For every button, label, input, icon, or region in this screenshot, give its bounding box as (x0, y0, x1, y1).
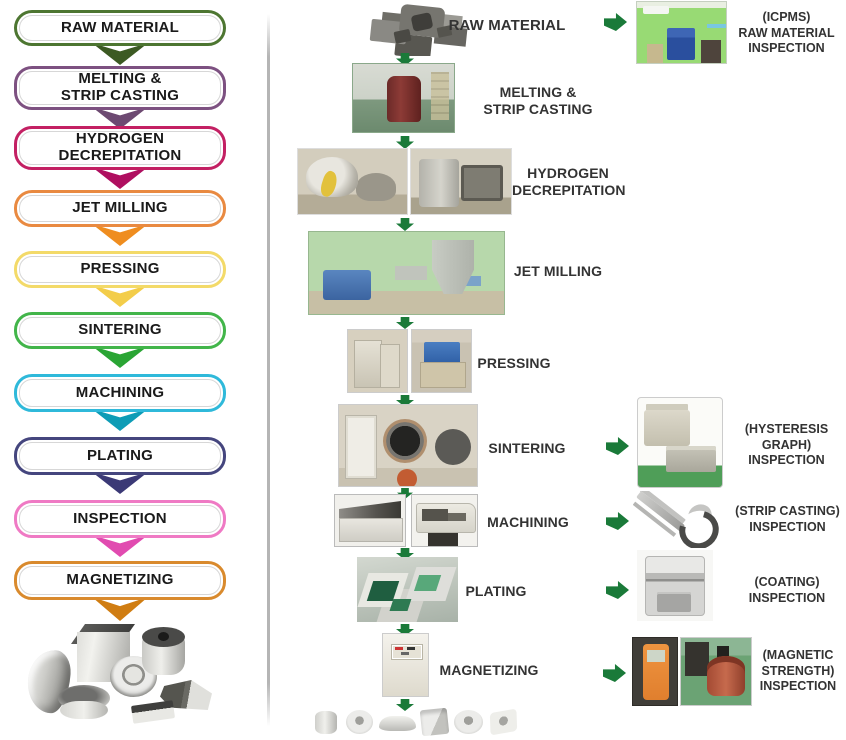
coating-inspection-photo (637, 550, 713, 621)
flow-step-raw-material: RAW MATERIAL (14, 10, 226, 46)
down-arrow-icon (396, 317, 414, 329)
right-arrow-icon (606, 437, 629, 455)
flow-step-label: JET MILLING (72, 199, 168, 217)
chevron-down-icon (92, 43, 148, 65)
small-ring-magnet-2 (454, 710, 483, 734)
flow-step-label: HYDROGEN DECREPITATION (58, 130, 182, 164)
small-square-ring-magnet (489, 708, 518, 736)
right-arrow-icon (604, 13, 627, 31)
chevron-down-icon (92, 224, 148, 246)
pressing-photo-2 (411, 329, 472, 393)
process-step-label-machining: MACHINING (487, 514, 569, 530)
jet-milling-photo (308, 231, 505, 315)
down-arrow-icon (396, 218, 414, 231)
gauss-meter-photo (632, 637, 678, 706)
flow-step-label: PRESSING (80, 260, 160, 278)
plating-photo (357, 557, 458, 622)
inspection-label-coating: (COATING) INSPECTION (748, 575, 826, 605)
small-cube-magnet (419, 707, 450, 737)
cylinder-magnet (142, 627, 185, 675)
magnetizing-photo (382, 633, 429, 697)
finished-magnets-photo (25, 610, 265, 740)
magnet-shapes-row-photo (313, 707, 523, 739)
chevron-down-icon (92, 346, 148, 368)
flow-step-machining: MACHINING (14, 374, 226, 412)
melting-strip-casting-photo (352, 63, 455, 133)
right-arrow-icon (603, 664, 626, 682)
machining-photo-2 (411, 494, 478, 547)
flow-step-hydrogen: HYDROGEN DECREPITATION (14, 126, 226, 170)
flow-step-plating: PLATING (14, 437, 226, 475)
process-step-label-hydrogen: HYDROGEN DECREPITATION (512, 165, 626, 198)
magnetizing-coil-photo (680, 637, 752, 706)
flow-step-inspection: INSPECTION (14, 500, 226, 538)
flow-step-melting: MELTING & STRIP CASTING (14, 66, 226, 110)
inspection-label-strip-casting: (STRIP CASTING) INSPECTION (735, 504, 840, 534)
process-step-label-raw-material: RAW MATERIAL (448, 17, 566, 34)
process-step-label-jet-milling: JET MILLING (513, 263, 603, 279)
flow-step-pressing: PRESSING (14, 251, 226, 288)
flow-step-label: RAW MATERIAL (61, 18, 179, 36)
flow-step-jet-milling: JET MILLING (14, 190, 226, 227)
inspection-label-magnetic-strength: (MAGNETIC STRENGTH) INSPECTION (759, 648, 837, 694)
process-step-label-magnetizing: MAGNETIZING (439, 662, 539, 678)
small-cylinder-magnet (315, 711, 337, 734)
process-step-label-pressing: PRESSING (477, 355, 551, 371)
machining-photo-1 (334, 494, 406, 547)
right-arrow-icon (606, 512, 629, 530)
small-arc-magnet (379, 716, 416, 731)
flow-step-label: MELTING & STRIP CASTING (60, 70, 180, 104)
chevron-down-icon (92, 167, 148, 189)
flow-step-magnetizing: MAGNETIZING (14, 561, 226, 600)
strip-casting-inspection-photo (633, 491, 731, 548)
right-arrow-icon (606, 581, 629, 599)
inspection-label-icpms: (ICPMS) RAW MATERIAL INSPECTION (738, 10, 835, 56)
flow-step-label: PLATING (86, 446, 154, 464)
small-ring-magnet (346, 710, 373, 734)
process-step-label-plating: PLATING (465, 583, 527, 599)
disc-magnets (58, 685, 110, 723)
flow-step-sintering: SINTERING (14, 312, 226, 349)
flow-step-label: SINTERING (78, 321, 162, 339)
sintering-photo (338, 404, 478, 487)
hysteresis-inspection-photo (637, 397, 723, 488)
chevron-down-icon (92, 285, 148, 307)
flow-step-label: INSPECTION (73, 509, 167, 527)
flow-step-label: MAGNETIZING (66, 571, 174, 589)
process-step-label-sintering: SINTERING (488, 440, 566, 456)
chevron-down-icon (92, 409, 148, 431)
vertical-divider (267, 14, 270, 726)
inspection-label-hysteresis: (HYSTERESIS GRAPH) INSPECTION (744, 422, 829, 468)
pressing-photo-1 (347, 329, 408, 393)
process-step-label-melting: MELTING & STRIP CASTING (483, 84, 593, 117)
block-magnet (130, 700, 176, 724)
hydrogen-decrepitation-photo-2 (410, 148, 512, 215)
flow-step-label: MACHINING (75, 383, 165, 401)
icpms-inspection-photo (636, 1, 727, 64)
chevron-down-icon (92, 472, 148, 494)
hydrogen-decrepitation-photo-1 (297, 148, 408, 215)
chevron-down-icon (92, 535, 148, 557)
